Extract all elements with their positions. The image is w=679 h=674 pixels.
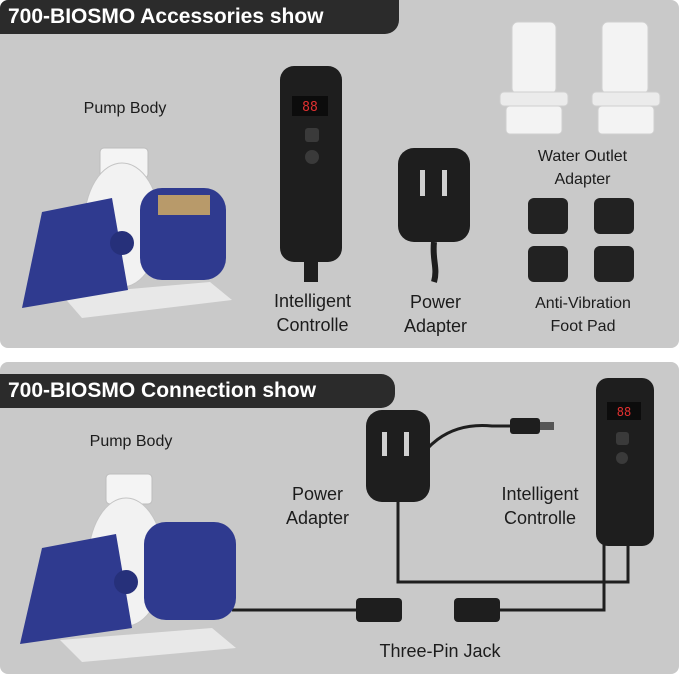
pump-body-label: Pump Body xyxy=(89,433,173,450)
power-adapter-label-line2: Adapter xyxy=(285,508,350,528)
pump-body-label: Pump Body xyxy=(83,100,167,117)
power-adapter-image xyxy=(398,148,470,283)
power-adapter-image xyxy=(366,410,430,502)
three-pin-jack-image xyxy=(356,598,500,622)
foot-pad-label-line2: Foot Pad xyxy=(550,318,616,335)
water-outlet-label-line1: Water Outlet xyxy=(537,148,628,165)
three-pin-jack-label: Three-Pin Jack xyxy=(379,641,501,661)
accessories-banner: 700-BIOSMO Accessories show xyxy=(0,0,399,34)
pump-body-image xyxy=(20,473,236,662)
accessories-illustration: 88 xyxy=(22,21,661,318)
controller-label-line2: Controlle xyxy=(276,315,349,335)
controller-image: 88 xyxy=(596,378,654,546)
power-adapter-label-line1: Power xyxy=(409,292,462,312)
svg-text:88: 88 xyxy=(617,405,631,419)
water-outlet-adapter-image xyxy=(499,21,661,135)
accessories-panel: 700-BIOSMO Accessories show 88 xyxy=(0,0,679,348)
controller-image: 88 xyxy=(280,66,342,282)
dc-plug-image xyxy=(510,418,554,434)
power-adapter-label-line1: Power xyxy=(291,484,344,504)
power-adapter-label-line2: Adapter xyxy=(403,316,468,336)
water-outlet-label-line2: Adapter xyxy=(554,171,611,188)
controller-label-line2: Controlle xyxy=(503,508,577,528)
pump-body-image xyxy=(22,147,232,318)
connection-panel: 700-BIOSMO Connection show xyxy=(0,362,679,674)
foot-pad-image xyxy=(528,198,634,282)
controller-label-line1: Intelligent xyxy=(273,291,352,311)
foot-pad-label-line1: Anti-Vibration xyxy=(535,295,631,312)
connection-banner: 700-BIOSMO Connection show xyxy=(0,374,395,408)
controller-label-line1: Intelligent xyxy=(501,484,579,504)
connection-illustration: 88 xyxy=(20,378,654,662)
svg-text:88: 88 xyxy=(302,100,318,115)
